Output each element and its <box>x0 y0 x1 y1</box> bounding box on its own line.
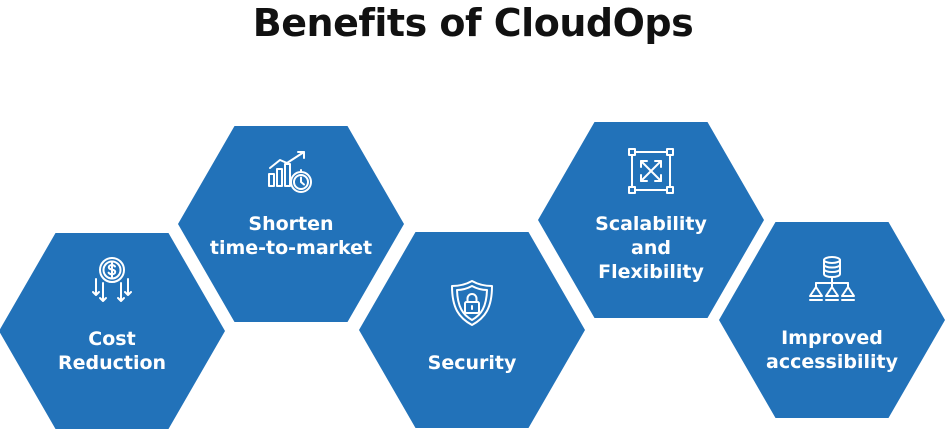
benefit-label: Improved accessibility <box>766 327 898 373</box>
hex-improved-accessibility: Improved accessibility <box>719 222 945 418</box>
hex-cost-reduction: Cost Reduction <box>0 233 225 429</box>
benefit-label: Security <box>427 352 517 374</box>
shield-lock-icon <box>447 278 497 328</box>
database-network-icon <box>807 254 857 304</box>
hex-scalability-flexibility: Scalability and Flexibility <box>538 122 764 318</box>
page-title: Benefits of CloudOps <box>252 1 694 45</box>
dollar-down-arrows-icon <box>87 255 137 305</box>
benefit-label: Shorten time-to-market <box>209 213 373 259</box>
benefit-label: Scalability and Flexibility <box>595 213 707 283</box>
hex-shorten-time-to-market: Shorten time-to-market <box>178 126 404 322</box>
growth-chart-clock-icon <box>266 148 316 198</box>
benefit-label: Cost Reduction <box>57 328 167 374</box>
hex-security: Security <box>359 232 585 428</box>
expand-arrows-icon <box>626 146 676 196</box>
